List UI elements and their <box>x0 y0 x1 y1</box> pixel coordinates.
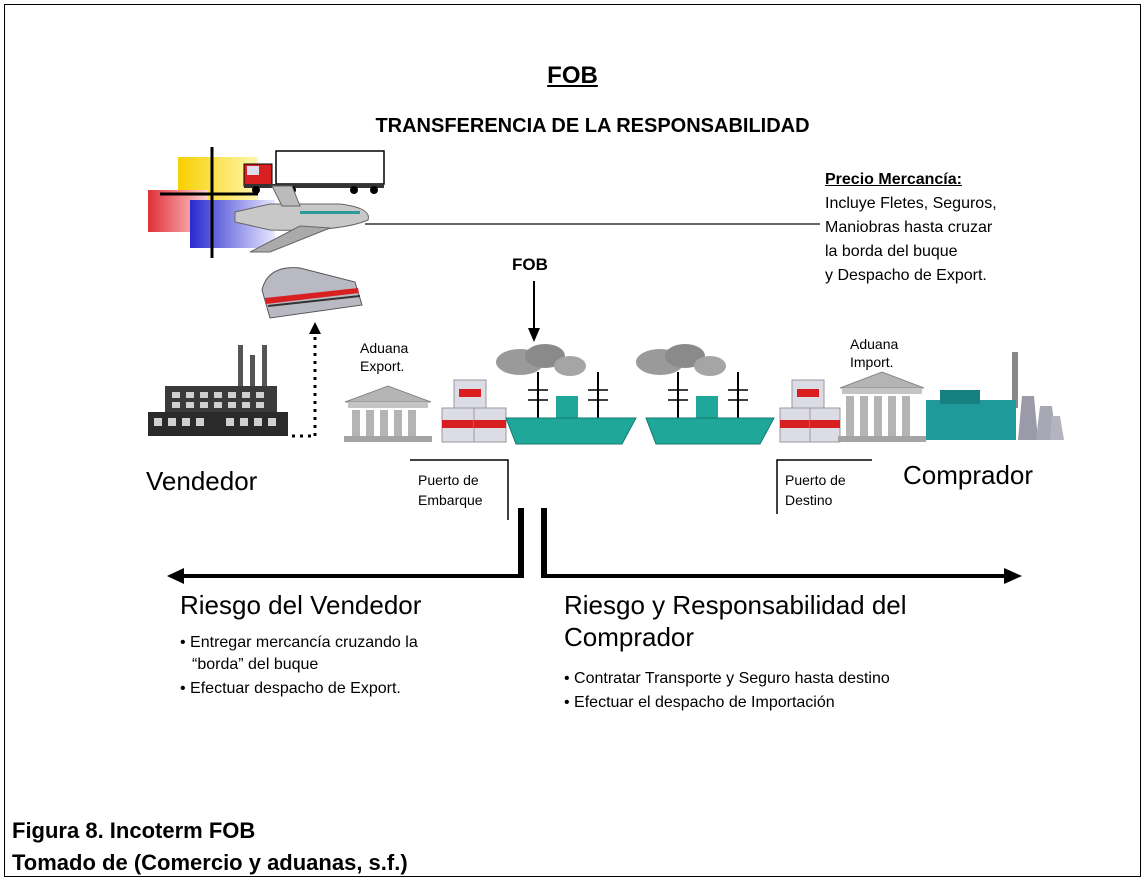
buyer-risk-heading: Riesgo y Responsabilidad del <box>564 590 907 620</box>
ship-destination-icon <box>636 344 775 445</box>
customs-export-building-icon <box>344 385 432 442</box>
buyer-risk-heading: Comprador <box>564 622 695 652</box>
price-line: la borda del buque <box>825 243 958 260</box>
cargo-crates-import-icon <box>779 379 841 443</box>
customs-import-label: Aduana <box>850 336 899 352</box>
customs-export-label: Export. <box>360 358 405 374</box>
price-box-heading: Precio Mercancía: <box>825 171 962 188</box>
seller-risk-bullet: • Efectuar despacho de Export. <box>180 680 401 697</box>
power-plant-icon <box>926 352 1064 440</box>
figure-frame <box>4 4 1141 877</box>
figure-caption: Figura 8. Incoterm FOB <box>12 818 256 843</box>
diagram-title: FOB <box>547 62 598 89</box>
seller-risk-bullet-continued: “borda” del buque <box>192 656 319 673</box>
airplane-icon <box>234 185 820 253</box>
port-destination-label: Destino <box>785 492 833 508</box>
truck-icon <box>243 150 385 194</box>
buyer-risk-bullet: • Efectuar el despacho de Importación <box>564 694 835 711</box>
price-line: Incluye Fletes, Seguros, <box>825 195 997 212</box>
fob-transfer-label: FOB <box>512 255 548 274</box>
customs-import-label: Import. <box>850 354 894 370</box>
train-icon <box>261 267 363 319</box>
diagram-subtitle: TRANSFERENCIA DE LA RESPONSABILIDAD <box>375 115 810 137</box>
price-line: y Despacho de Export. <box>825 267 987 284</box>
seller-label: Vendedor <box>146 466 258 496</box>
port-destination-marker <box>776 459 872 514</box>
seller-risk-bullet: • Entregar mercancía cruzando la <box>180 634 418 651</box>
ship-origin-icon <box>496 344 637 445</box>
port-destination-label: Puerto de <box>785 472 846 488</box>
customs-export-label: Aduana <box>360 340 409 356</box>
port-origin-marker <box>410 459 509 520</box>
cargo-crates-export-icon <box>441 379 507 443</box>
factory-icon <box>148 345 288 436</box>
seller-risk-heading: Riesgo del Vendedor <box>180 590 422 620</box>
port-origin-label: Embarque <box>418 492 483 508</box>
customs-import-building-icon <box>838 371 926 442</box>
port-origin-label: Puerto de <box>418 472 479 488</box>
price-line: Maniobras hasta cruzar <box>825 219 993 236</box>
transfer-divider-right <box>541 508 547 578</box>
buyer-label: Comprador <box>903 460 1034 490</box>
transfer-divider-left <box>518 508 524 578</box>
figure-source: Tomado de (Comercio y aduanas, s.f.) <box>12 850 408 875</box>
buyer-risk-bullet: • Contratar Transporte y Seguro hasta de… <box>564 670 890 687</box>
